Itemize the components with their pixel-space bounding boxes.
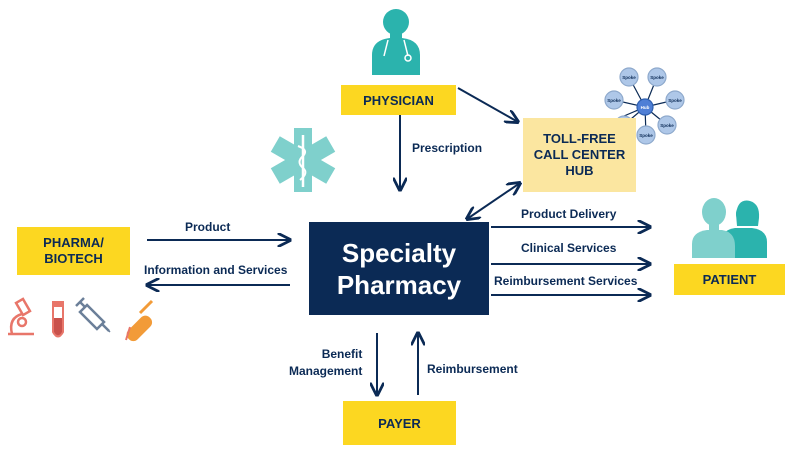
reimbursement-label: Reimbursement [427, 362, 518, 376]
pipette-icon [125, 299, 154, 342]
info-services-label: Information and Services [144, 263, 288, 277]
spoke-label: Spoke [660, 123, 674, 128]
microscope-icon [8, 297, 34, 336]
spoke-label: Spoke [668, 98, 682, 103]
pharma-line2: BIOTECH [44, 251, 103, 266]
clinical-services-label: Clinical Services [521, 241, 617, 255]
star-of-life-icon [270, 128, 336, 192]
reimbursement-services-label: Reimbursement Services [494, 274, 638, 288]
specialty-pharmacy-node: Specialty Pharmacy [309, 222, 489, 315]
arrow-physician-to-hub [457, 87, 518, 122]
patient-node: PATIENT [674, 264, 785, 295]
benefit-line2: Management [289, 364, 363, 378]
pharma-line1: PHARMA/ [43, 235, 104, 250]
spoke-label: Spoke [639, 133, 653, 138]
patient-icon [692, 198, 767, 258]
toll-free-hub-node: TOLL-FREE CALL CENTER HUB [523, 118, 636, 192]
benefit-management-label: Benefit Management [289, 346, 362, 380]
syringe-icon [75, 297, 111, 333]
hub-line2: CALL CENTER [533, 147, 626, 162]
prescription-label: Prescription [412, 141, 483, 155]
spoke-label: Spoke [650, 75, 664, 80]
pharma-biotech-node: PHARMA/ BIOTECH [17, 227, 130, 275]
product-delivery-label: Product Delivery [521, 207, 617, 221]
patient-label: PATIENT [702, 272, 757, 287]
test-tube-icon [52, 301, 64, 338]
physician-label: PHYSICIAN [363, 92, 434, 108]
physician-node: PHYSICIAN [341, 85, 456, 115]
arrow-hub-pharmacy [467, 183, 520, 219]
physician-icon [372, 9, 420, 75]
payer-label: PAYER [378, 415, 421, 431]
hub-line1: TOLL-FREE [543, 131, 616, 146]
spoke-label: Spoke [607, 98, 621, 103]
spoke-label: Spoke [622, 75, 636, 80]
hub-label: Hub [641, 105, 650, 110]
product-label: Product [185, 220, 231, 234]
benefit-line1: Benefit [321, 347, 363, 361]
center-line2: Pharmacy [336, 269, 462, 300]
center-line1: Specialty [341, 237, 457, 268]
hub-line3: HUB [565, 163, 594, 178]
payer-node: PAYER [343, 401, 456, 445]
